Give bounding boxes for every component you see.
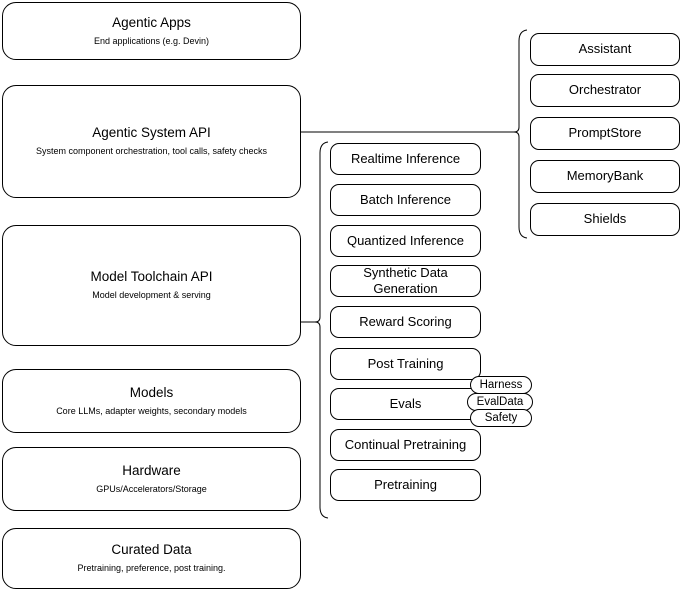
toolchain-item-label: Quantized Inference	[346, 232, 465, 248]
eval-badge-label: Harness	[479, 379, 523, 391]
toolchain-item-label: Synthetic Data Generation	[363, 264, 448, 296]
layer-box-model-toolchain-api[interactable]: Model Toolchain API Model development & …	[2, 225, 301, 346]
layer-title: Models	[129, 384, 174, 400]
agentic-item-assistant[interactable]: Assistant	[530, 33, 680, 66]
eval-badge-label: Safety	[484, 412, 518, 424]
toolchain-item-pretraining[interactable]: Pretraining	[330, 469, 481, 501]
layer-title: Agentic System API	[92, 125, 211, 141]
layer-box-models[interactable]: Models Core LLMs, adapter weights, secon…	[2, 369, 301, 433]
toolchain-item-realtime-inference[interactable]: Realtime Inference	[330, 143, 481, 175]
toolchain-item-label: Reward Scoring	[359, 313, 452, 329]
toolchain-item-label: Pretraining	[374, 476, 437, 492]
layer-box-curated-data[interactable]: Curated Data Pretraining, preference, po…	[2, 528, 301, 589]
toolchain-item-batch-inference[interactable]: Batch Inference	[330, 184, 481, 216]
layer-title: Model Toolchain API	[90, 269, 213, 285]
toolchain-item-post-training[interactable]: Post Training	[330, 348, 481, 380]
layer-title: Agentic Apps	[112, 14, 191, 30]
toolchain-item-synthetic-data-generation[interactable]: Synthetic Data Generation	[330, 265, 481, 297]
toolchain-item-label: Realtime Inference	[350, 150, 461, 166]
agentic-item-orchestrator[interactable]: Orchestrator	[530, 74, 680, 107]
agentic-item-promptstore[interactable]: PromptStore	[530, 117, 680, 150]
layer-subtitle: Core LLMs, adapter weights, secondary mo…	[56, 405, 247, 416]
layer-subtitle: Model development & serving	[92, 290, 211, 301]
toolchain-item-continual-pretraining[interactable]: Continual Pretraining	[330, 429, 481, 461]
toolchain-item-evals[interactable]: Evals	[330, 388, 481, 420]
toolchain-item-label: Evals	[389, 395, 422, 411]
layer-subtitle: System component orchestration, tool cal…	[35, 146, 268, 157]
agentic-item-label: Assistant	[578, 41, 632, 57]
eval-badge-safety[interactable]: Safety	[470, 409, 532, 427]
eval-badge-harness[interactable]: Harness	[470, 376, 532, 394]
layer-box-hardware[interactable]: Hardware GPUs/Accelerators/Storage	[2, 447, 301, 511]
agentic-item-memorybank[interactable]: MemoryBank	[530, 160, 680, 193]
toolchain-item-label: Batch Inference	[359, 191, 452, 207]
agentic-item-shields[interactable]: Shields	[530, 203, 680, 236]
layer-box-agentic-system-api[interactable]: Agentic System API System component orch…	[2, 85, 301, 198]
toolchain-item-label: Post Training	[367, 355, 444, 371]
agentic-item-label: MemoryBank	[566, 168, 644, 184]
toolchain-item-reward-scoring[interactable]: Reward Scoring	[330, 306, 481, 338]
layer-subtitle: GPUs/Accelerators/Storage	[96, 483, 207, 494]
layer-subtitle: End applications (e.g. Devin)	[93, 35, 210, 46]
toolchain-item-quantized-inference[interactable]: Quantized Inference	[330, 225, 481, 257]
agentic-item-label: PromptStore	[568, 125, 642, 141]
agentic-item-label: Shields	[583, 211, 627, 227]
layer-title: Curated Data	[111, 542, 192, 558]
eval-badge-label: EvalData	[476, 396, 524, 408]
layer-box-agentic-apps[interactable]: Agentic Apps End applications (e.g. Devi…	[2, 2, 301, 60]
layer-title: Hardware	[122, 462, 181, 478]
toolchain-item-label: Continual Pretraining	[344, 436, 467, 452]
layer-subtitle: Pretraining, preference, post training.	[77, 563, 226, 574]
agentic-item-label: Orchestrator	[568, 82, 642, 98]
